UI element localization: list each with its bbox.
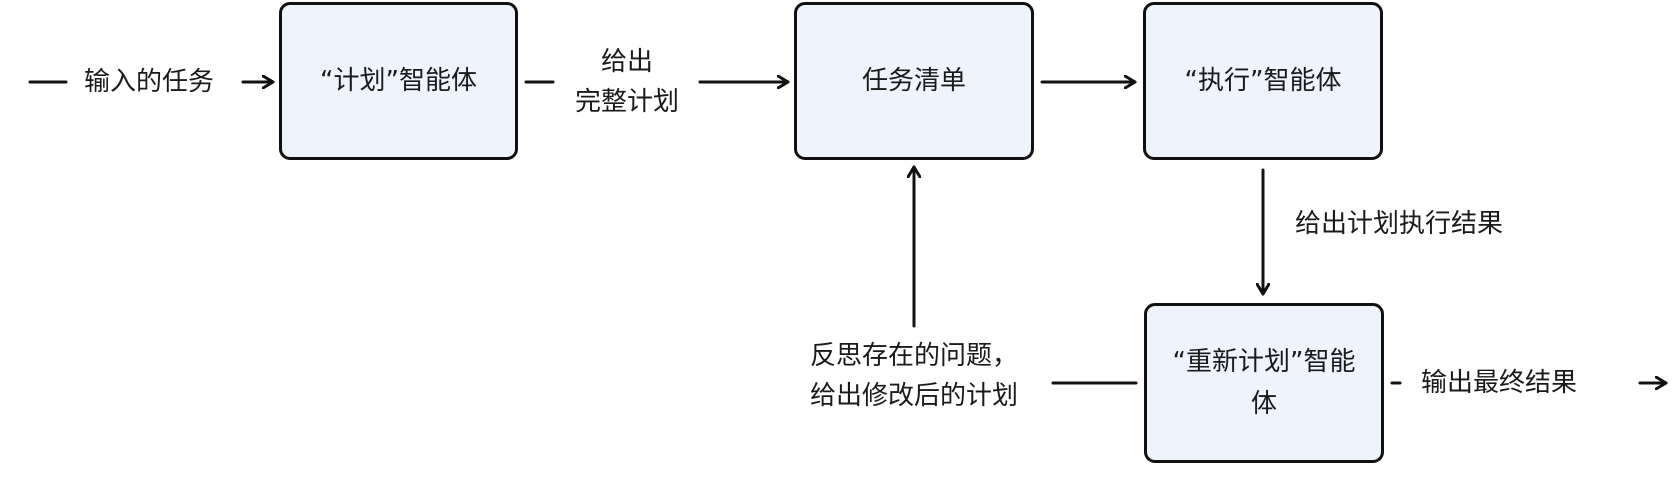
- full-plan-label: 给出 完整计划: [565, 42, 689, 122]
- planner-agent-label: “计划”智能体: [320, 66, 477, 96]
- execution-result-label: 给出计划执行结果: [1295, 209, 1504, 239]
- reflection-label-line-1: 反思存在的问题，: [810, 341, 1019, 371]
- executor-agent-label: “执行”智能体: [1184, 66, 1342, 96]
- final-output-label: 输出最终结果: [1421, 368, 1578, 398]
- replanner-agent-node: “重新计划”智能体: [1144, 303, 1384, 463]
- full-plan-label-line-1: 给出: [600, 47, 653, 77]
- replanner-agent-label: “重新计划”智能体: [1172, 347, 1356, 419]
- input-task-label: 输入的任务: [84, 67, 215, 97]
- planner-agent-node: “计划”智能体: [279, 2, 518, 160]
- reflection-label: 反思存在的问题， 给出修改后的计划: [810, 336, 1018, 416]
- task-list-node: 任务清单: [794, 2, 1034, 160]
- task-list-label: 任务清单: [861, 66, 966, 96]
- reflection-label-line-2: 给出修改后的计划: [810, 381, 1019, 411]
- full-plan-label-line-2: 完整计划: [574, 87, 679, 117]
- executor-agent-node: “执行”智能体: [1143, 2, 1383, 160]
